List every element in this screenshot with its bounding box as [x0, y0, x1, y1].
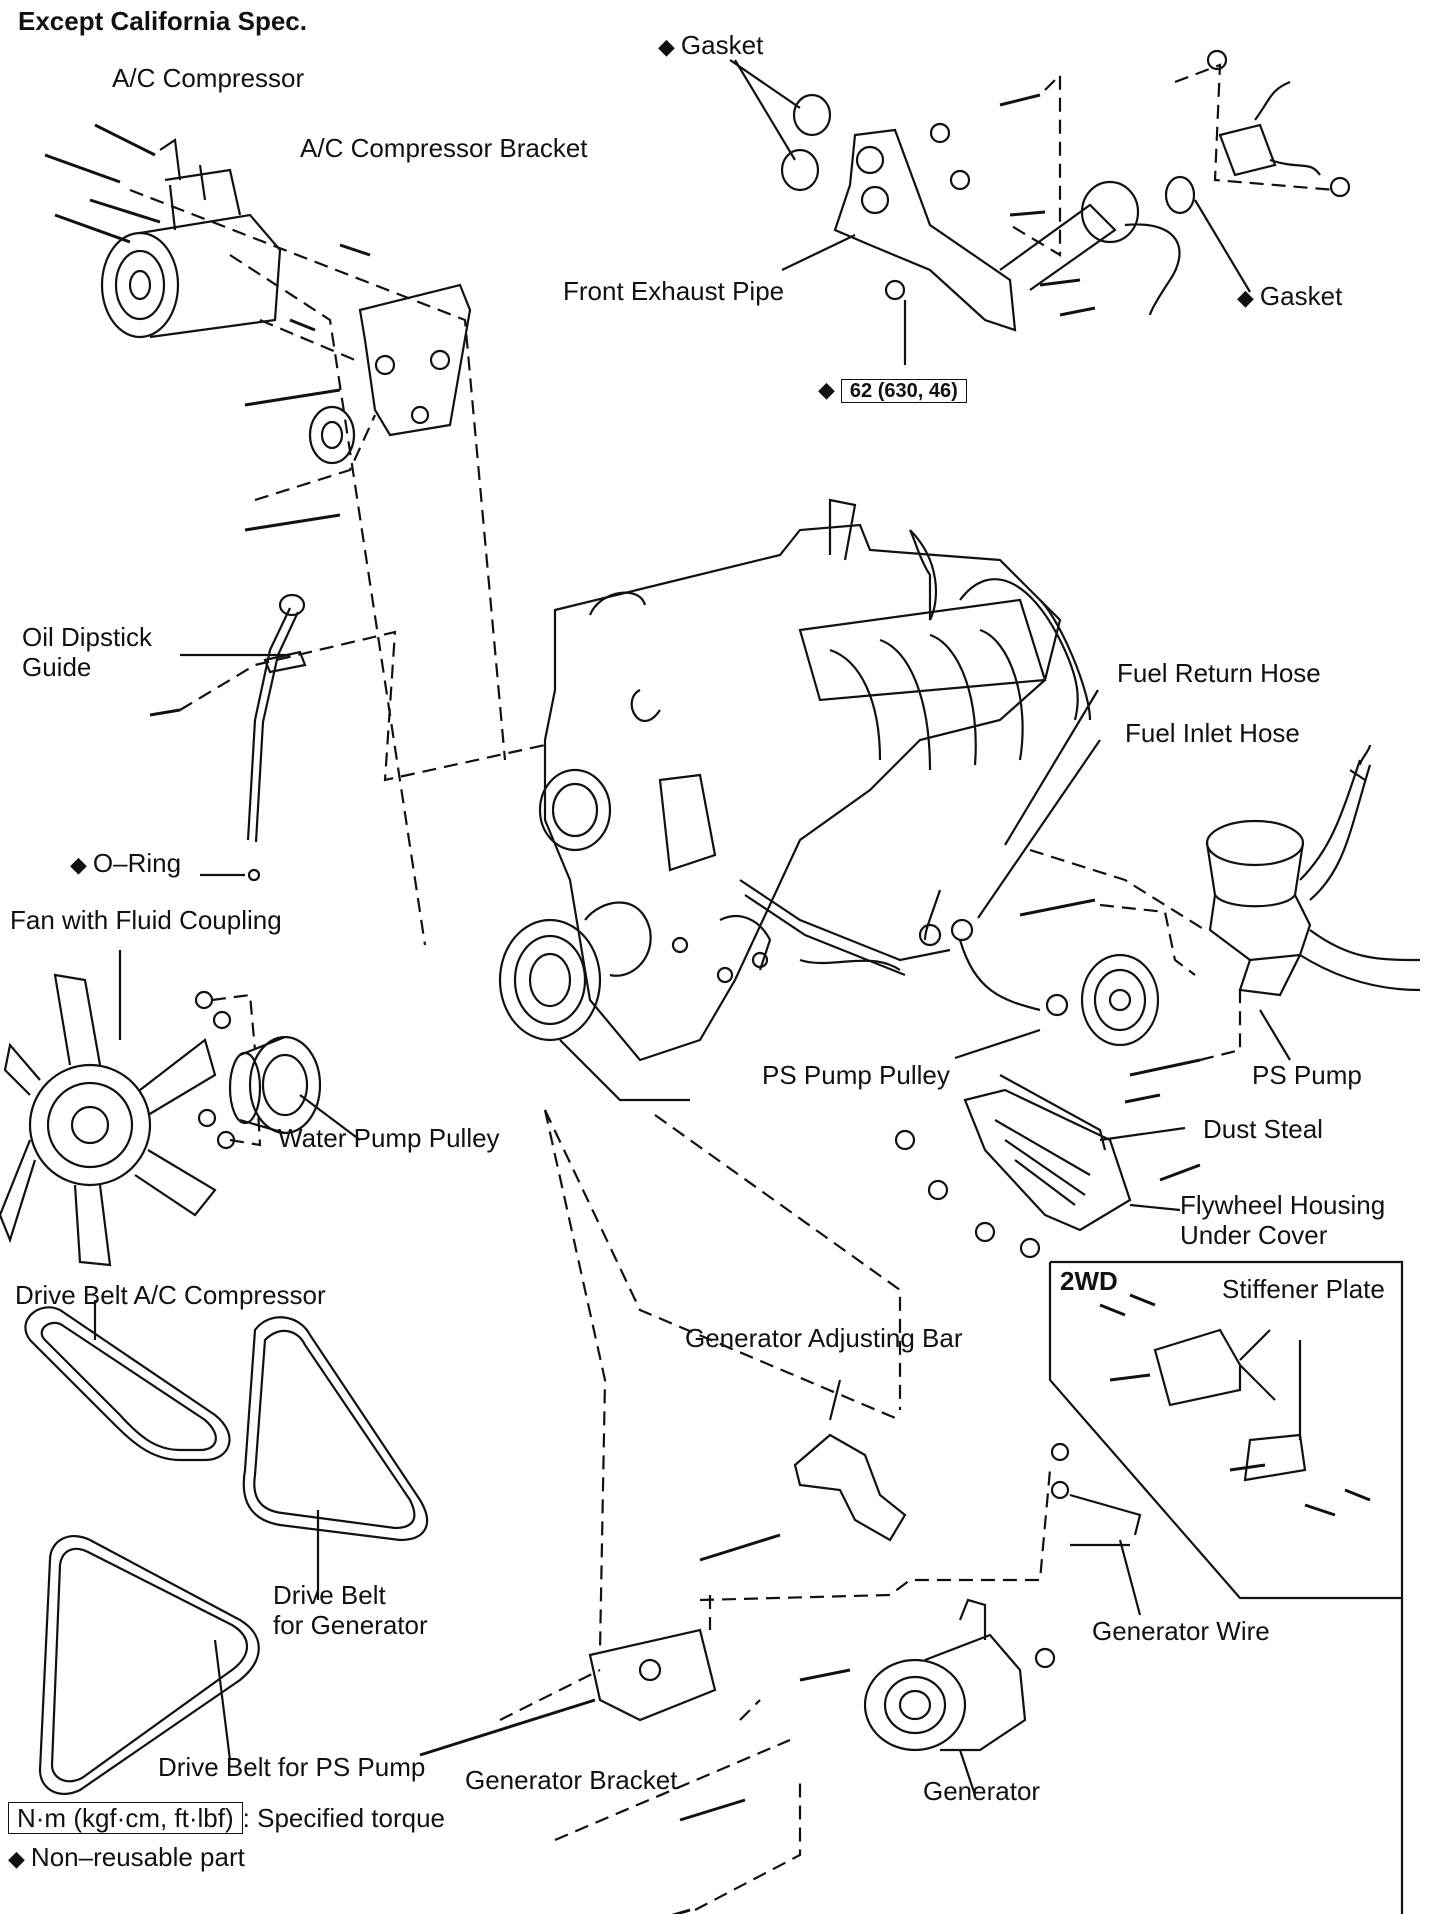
label-ps-pump-pulley: PS Pump Pulley — [762, 1060, 950, 1090]
fan-drawing — [0, 973, 217, 1267]
nonreusable-diamond-icon: ◆ — [658, 34, 675, 59]
label-flywheel-housing-2: Under Cover — [1180, 1220, 1328, 1250]
label-oil-dipstick-1: Oil Dipstick — [22, 622, 153, 652]
nonreusable-diamond-icon: ◆ — [70, 852, 87, 877]
torque-value-box: 62 (630, 46) — [840, 379, 967, 403]
generator-drawing — [419, 1109, 1142, 1914]
label-ac-compressor: A/C Compressor — [112, 63, 305, 93]
label-o-ring: ◆O–Ring — [70, 848, 182, 878]
label-dust-steal: Dust Steal — [1203, 1114, 1323, 1144]
drive-belts-drawing — [24, 1300, 429, 1795]
legend-torque-text: : Specified torque — [242, 1803, 446, 1833]
legend-torque-box: N·m (kgf·cm, ft·lbf) — [8, 1802, 243, 1834]
ps-pump-drawing — [954, 744, 1421, 1104]
fuel-hoses-drawing — [918, 689, 1101, 1012]
label-ps-pump: PS Pump — [1252, 1060, 1362, 1090]
oil-dipstick-drawing — [149, 593, 546, 882]
water-pump-pulley-drawing — [118, 950, 361, 1150]
page-title: Except California Spec. — [18, 6, 307, 36]
label-2wd: 2WD — [1060, 1266, 1118, 1296]
label-generator-wire: Generator Wire — [1092, 1616, 1270, 1646]
label-generator-bracket: Generator Bracket — [465, 1765, 678, 1795]
label-drive-belt-ps-pump: Drive Belt for PS Pump — [158, 1752, 426, 1782]
label-stiffener-plate: Stiffener Plate — [1222, 1274, 1385, 1304]
label-front-exhaust-pipe: Front Exhaust Pipe — [563, 276, 785, 306]
label-flywheel-housing-1: Flywheel Housing — [1180, 1190, 1386, 1220]
label-gasket-right: ◆Gasket — [1237, 281, 1343, 311]
label-fuel-inlet-hose: Fuel Inlet Hose — [1125, 718, 1300, 748]
label-fuel-return-hose: Fuel Return Hose — [1117, 658, 1321, 688]
stiffener-box-drawing — [1048, 1260, 1404, 1914]
label-gasket-top: ◆Gasket — [658, 30, 764, 60]
label-ac-compressor-bracket: A/C Compressor Bracket — [300, 133, 588, 163]
ac-bolts — [44, 123, 161, 244]
flywheel-cover-drawing — [894, 1074, 1201, 1259]
nonreusable-diamond-icon: ◆ — [1237, 285, 1254, 310]
label-drive-belt-generator-1: Drive Belt — [273, 1580, 386, 1610]
exhaust-guide-lines — [729, 59, 1336, 365]
label-oil-dipstick-2: Guide — [22, 652, 92, 682]
engine-block-drawing — [498, 498, 1092, 1102]
front-exhaust-pipe-drawing — [780, 49, 1351, 332]
legend-nonreusable-text: Non–reusable part — [30, 1842, 245, 1872]
ac-bracket-drawing — [244, 243, 472, 532]
label-exhaust-torque: ◆62 (630, 46) — [818, 373, 967, 406]
label-generator: Generator — [923, 1776, 1041, 1806]
label-drive-belt-ac: Drive Belt A/C Compressor — [15, 1280, 326, 1310]
nonreusable-diamond-icon: ◆ — [8, 1846, 25, 1871]
label-water-pump-pulley: Water Pump Pulley — [278, 1123, 500, 1153]
label-generator-adjusting-bar: Generator Adjusting Bar — [685, 1323, 963, 1353]
nonreusable-diamond-icon: ◆ — [818, 377, 835, 402]
legend-nonreusable: ◆Non–reusable part — [8, 1842, 245, 1874]
ac-compressor-drawing — [100, 138, 282, 339]
label-fan-fluid-coupling: Fan with Fluid Coupling — [10, 905, 282, 935]
legend-torque: N·m (kgf·cm, ft·lbf): Specified torque — [8, 1802, 446, 1834]
label-drive-belt-generator-2: for Generator — [273, 1610, 428, 1640]
ac-guide-lines — [129, 188, 507, 946]
